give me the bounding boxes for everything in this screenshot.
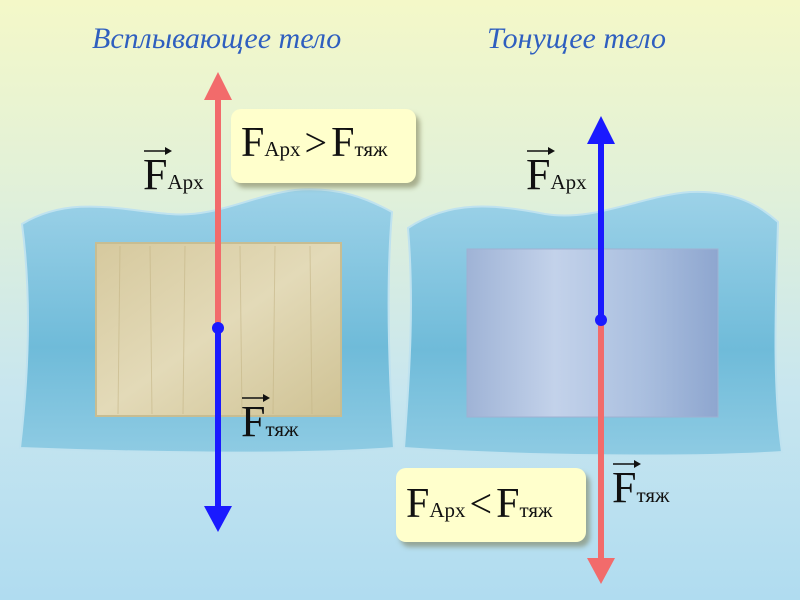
vector-main: F — [526, 150, 551, 199]
formula-operator: < — [469, 481, 493, 526]
vector-sub: тяж — [265, 417, 299, 441]
title-sinking-body: Тонущее тело — [487, 22, 667, 55]
gravity-arrowhead-left — [204, 506, 232, 532]
vector-label-archimedes-left: FАрх — [143, 147, 204, 200]
title-floating-body: Всплывающее тело — [92, 22, 342, 55]
vector-label-gravity-right: Fтяж — [612, 460, 670, 513]
formula-rhs-sub: тяж — [519, 498, 553, 522]
formula-lhs: F — [241, 120, 265, 166]
gravity-arrowhead-right — [587, 558, 615, 584]
metal-block — [466, 248, 719, 418]
formula-operator: > — [304, 120, 328, 165]
formula-rhs: F — [496, 481, 520, 527]
vector-sub: Арх — [167, 170, 204, 194]
archimedes-arrowhead-left — [204, 72, 232, 100]
vector-sub: Арх — [550, 170, 587, 194]
formula-rhs-sub: тяж — [354, 137, 388, 161]
vector-main: F — [241, 397, 266, 446]
formula-rhs: F — [331, 120, 355, 166]
vector-arrow-icon — [144, 147, 172, 155]
vector-main: F — [612, 463, 637, 512]
formula-lhs: F — [406, 481, 430, 527]
vector-label-gravity-left: Fтяж — [241, 394, 299, 447]
vector-sub: тяж — [636, 483, 670, 507]
vector-main: F — [143, 150, 168, 199]
wood-grain — [117, 245, 313, 415]
vector-label-archimedes-right: FАрх — [526, 147, 587, 200]
vector-arrow-icon — [527, 147, 555, 155]
force-origin-right — [595, 314, 607, 326]
vector-arrow-icon — [242, 394, 270, 402]
force-origin-left — [212, 322, 224, 334]
vector-arrow-icon — [613, 460, 641, 468]
formula-lhs-sub: Арх — [264, 137, 301, 161]
formula-lhs-sub: Арх — [429, 498, 466, 522]
archimedes-arrowhead-right — [587, 116, 615, 144]
